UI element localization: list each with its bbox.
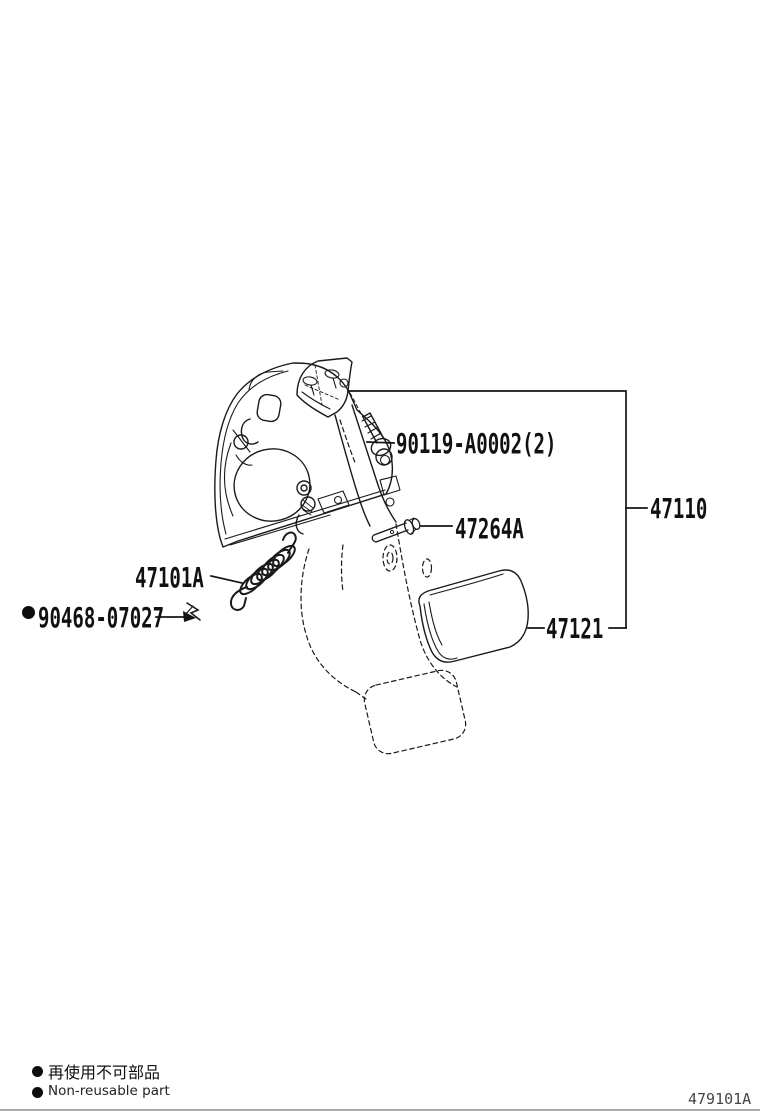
page-bottom-border — [0, 1109, 760, 1111]
legend-bullet-icon — [32, 1066, 43, 1077]
part-label-spring[interactable]: 47101A — [135, 561, 204, 594]
pedal-arm-dashed-drawing — [300, 419, 467, 755]
bolt-drawing — [349, 392, 393, 466]
part-label-assembly[interactable]: 47110 — [650, 492, 708, 525]
pad-cover-drawing — [418, 569, 529, 663]
part-label-bolt[interactable]: 90119-A0002(2) — [396, 427, 557, 460]
leader-arrowhead — [183, 611, 196, 622]
non-reusable-marker-icon — [22, 606, 35, 619]
part-label-clip[interactable]: 90468-07027 — [38, 601, 165, 634]
part-label-pad-cover[interactable]: 47121 — [546, 612, 604, 645]
legend-note-japanese: 再使用不可部品 — [48, 1063, 161, 1082]
pin-drawing — [371, 517, 421, 543]
legend-bullet-icon — [32, 1087, 43, 1098]
figure-code: 479101A — [688, 1090, 752, 1108]
legend-note-english: Non-reusable part — [48, 1083, 170, 1099]
leader-lines — [155, 390, 648, 629]
part-label-pin[interactable]: 47264A — [455, 512, 524, 545]
spring-drawing — [229, 531, 297, 611]
